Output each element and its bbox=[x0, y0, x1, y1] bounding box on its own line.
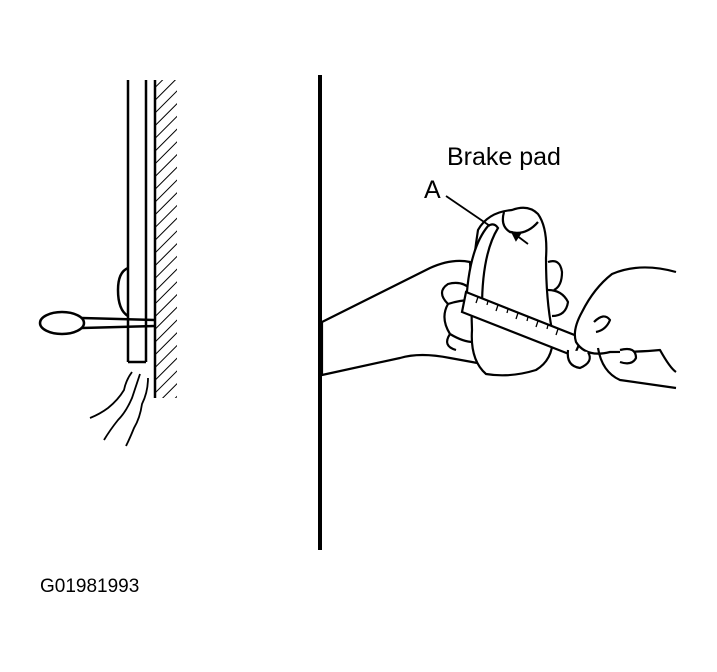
caliper-bump bbox=[116, 266, 129, 318]
wall-hatching bbox=[155, 80, 177, 398]
brake-pad-edge bbox=[501, 211, 539, 234]
inspection-tool bbox=[38, 310, 156, 336]
right-hand bbox=[547, 260, 677, 390]
figure-code-label: G01981993 bbox=[40, 576, 140, 597]
brake-pad-label: Brake pad bbox=[447, 143, 561, 171]
callout-a-leader bbox=[445, 195, 529, 245]
tool-shaft bbox=[81, 316, 156, 330]
sound-wave-lines bbox=[89, 371, 149, 447]
gauge-arm bbox=[464, 223, 500, 310]
brake-disc-section bbox=[116, 80, 177, 398]
tool-loop-handle bbox=[38, 310, 86, 336]
callout-a-label: A bbox=[424, 176, 441, 204]
ruler-ticks bbox=[475, 296, 559, 336]
